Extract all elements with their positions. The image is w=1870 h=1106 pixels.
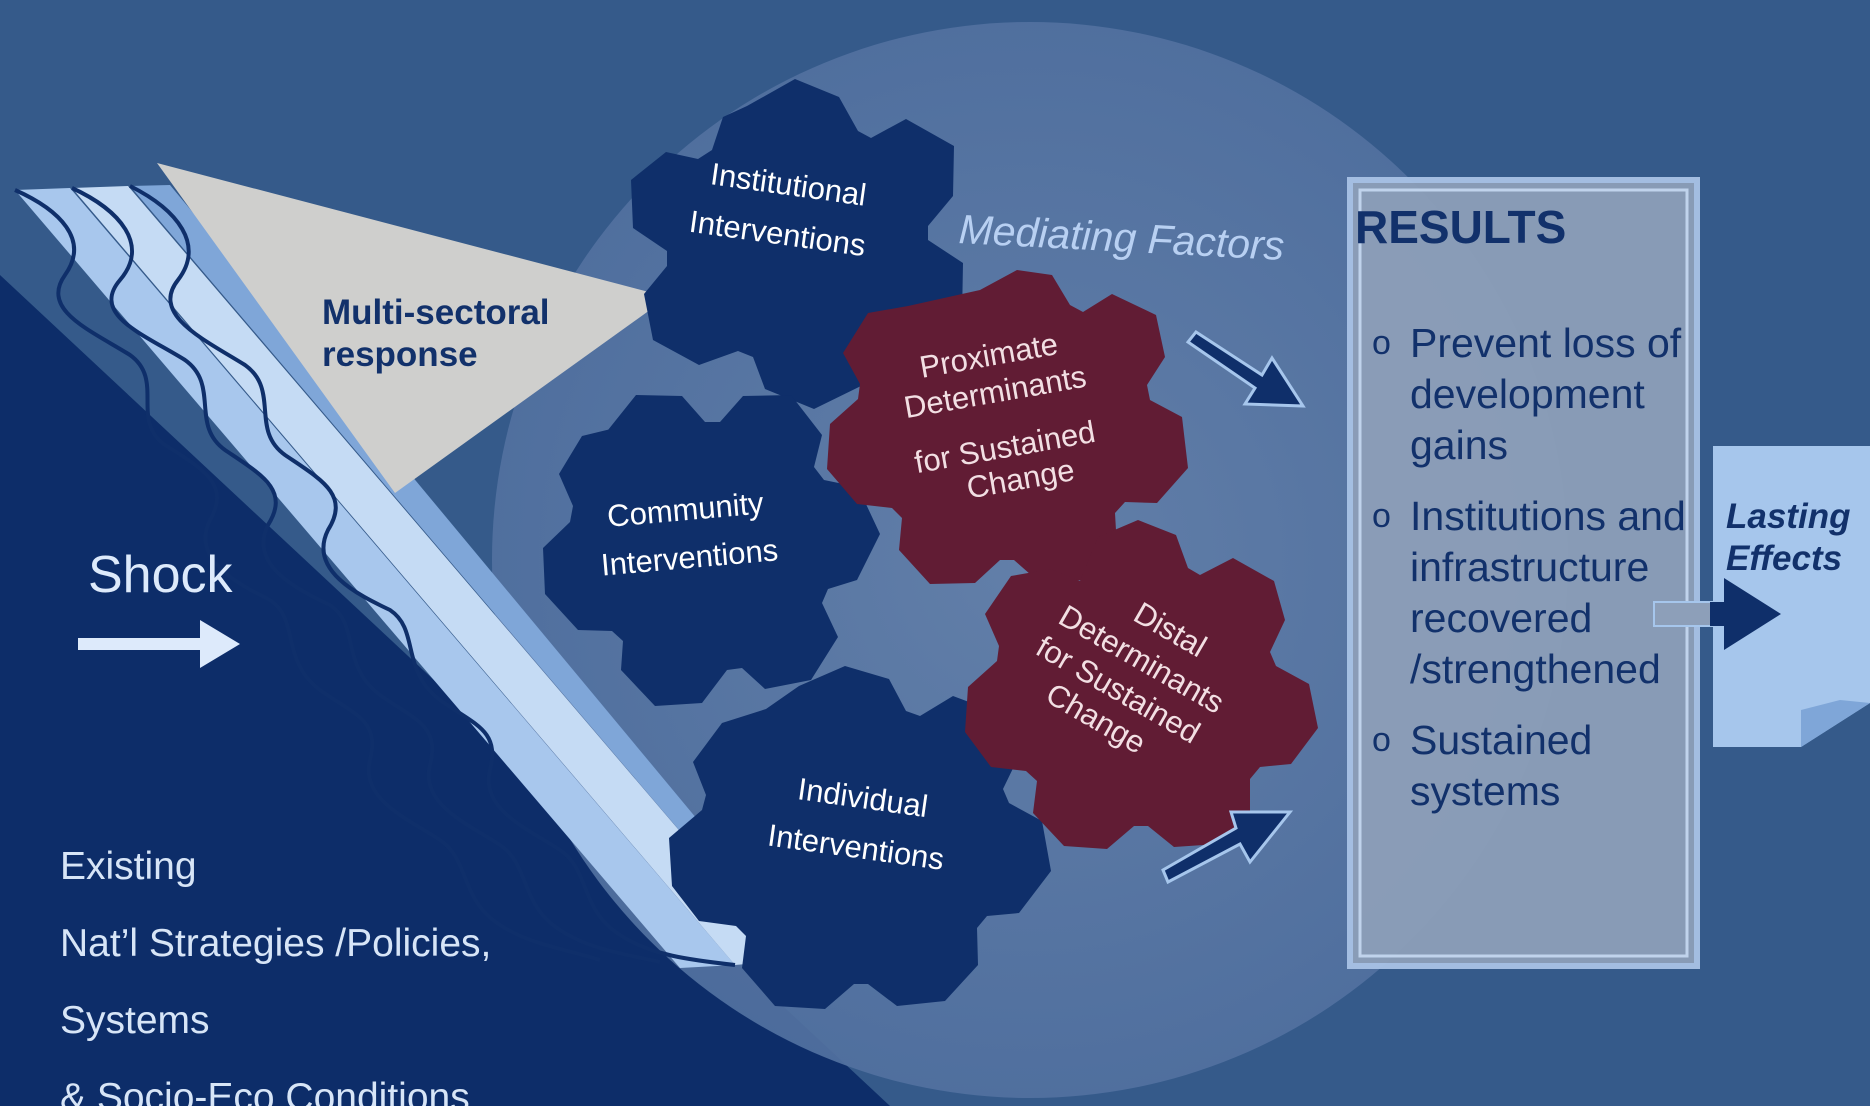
lasting-effects-fold [1801, 700, 1870, 747]
results-item-text: Prevent loss of development gains [1410, 320, 1682, 468]
existing-line: Nat’l Strategies /Policies, [60, 922, 492, 965]
shock-band [72, 186, 790, 965]
lasting-effects-note [1713, 446, 1870, 747]
existing-line: & Socio-Eco Conditions [60, 1076, 470, 1106]
results-bullet: o [1372, 721, 1391, 759]
shock-band [130, 185, 810, 960]
lasting-effects-label: Lasting Effects [1726, 496, 1870, 580]
gear-distal: Distal Determinants for Sustained Change [965, 520, 1318, 849]
multi-sectoral-response-line1: Multi-sectoral [322, 293, 550, 332]
arrow-to-lasting-effects [1653, 578, 1781, 650]
results-item: o Prevent loss of development gains [1372, 318, 1692, 471]
results-item-text: Institutions and infrastructure recovere… [1410, 493, 1686, 692]
multi-sectoral-response-triangle [157, 163, 668, 493]
shock-band [15, 188, 735, 968]
arrow-to-results-lower [1161, 810, 1294, 885]
existing-conditions-label: Existing Nat’l Strategies /Policies, Sys… [60, 828, 491, 1106]
shock-arrow [78, 620, 240, 668]
lasting-effects-line2: Effects [1726, 539, 1843, 578]
results-item-text: Sustained systems [1410, 717, 1593, 814]
results-box-inner [1358, 188, 1689, 958]
gear-proximate: Proximate Determinants for Sustained Cha… [827, 270, 1188, 584]
existing-line: Systems [60, 999, 210, 1042]
shock-wave-line [129, 184, 736, 967]
existing-line: Existing [60, 845, 197, 888]
results-title: RESULTS [1355, 201, 1567, 253]
shock-label: Shock [88, 546, 233, 604]
results-item: o Institutions and infrastructure recover… [1372, 491, 1692, 695]
shock-wave-bands [14, 184, 810, 968]
results-box-outer [1347, 177, 1700, 969]
results-item: o Sustained systems [1372, 715, 1692, 817]
gear-community: Community Interventions [543, 395, 880, 706]
arrow-to-results-upper [1185, 330, 1306, 408]
results-bullet: o [1372, 324, 1391, 362]
shock-wave-line [71, 186, 661, 964]
lasting-effects-line1: Lasting [1726, 497, 1851, 536]
results-bullet: o [1372, 497, 1391, 535]
multi-sectoral-response-label: Multi-sectoral response [322, 292, 622, 376]
shock-wave-line [14, 188, 601, 962]
multi-sectoral-response-line2: response [322, 335, 478, 374]
gear-individual: Individual Interventions [669, 666, 1051, 1009]
